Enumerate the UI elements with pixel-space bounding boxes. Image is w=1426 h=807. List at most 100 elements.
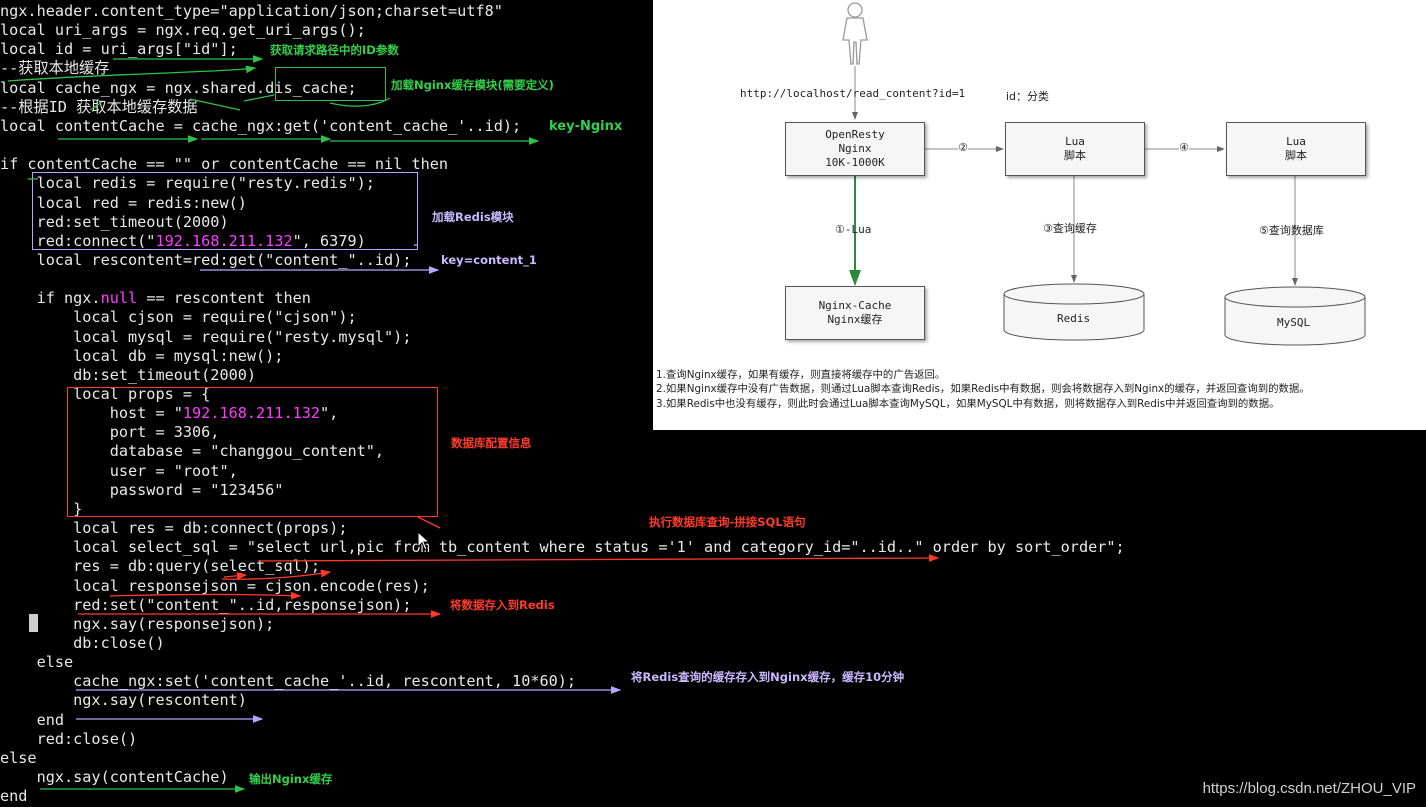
- code-literal: 192.168.211.132: [155, 231, 293, 250]
- step-3-label: ③查询缓存: [1043, 222, 1097, 235]
- code-token: database = "changgou_content",: [0, 442, 385, 461]
- diagram-note-1: 1.查询Nginx缓存，如果有缓存，则直接将缓存中的广告返回。: [656, 369, 946, 381]
- annotation-save-redis: 将数据存入到Redis: [450, 598, 555, 612]
- annotation-redis-module: 加载Redis模块: [432, 210, 514, 224]
- code-token: local cjson = require("cjson");: [0, 308, 357, 327]
- code-token: if contentCache == "" or contentCache ==…: [0, 155, 449, 174]
- code-line[interactable]: --根据ID 获取本地缓存数据: [0, 98, 198, 117]
- code-line[interactable]: host = "192.168.211.132",: [0, 404, 339, 423]
- openresty-node: OpenResty Nginx 10K-1000K: [785, 122, 925, 176]
- code-line[interactable]: if contentCache == "" or contentCache ==…: [0, 155, 448, 174]
- lua-script-node-2: Lua 脚本: [1226, 122, 1366, 176]
- code-line[interactable]: local contentCache = cache_ngx:get('cont…: [0, 117, 521, 136]
- watermark: https://blog.csdn.net/ZHOU_VIP: [1202, 780, 1416, 797]
- code-line[interactable]: if ngx.null == rescontent then: [0, 289, 311, 308]
- code-token: end: [0, 710, 65, 729]
- code-line[interactable]: cache_ngx:set('content_cache_'..id, resc…: [0, 672, 576, 691]
- code-token: ",: [320, 404, 339, 423]
- code-line[interactable]: local cjson = require("cjson");: [0, 308, 357, 327]
- code-line[interactable]: database = "changgou_content",: [0, 442, 384, 461]
- code-token: ngx.say(responsejson);: [0, 614, 275, 633]
- code-line[interactable]: password = "123456": [0, 480, 284, 500]
- code-line[interactable]: user = "root",: [0, 462, 238, 481]
- code-token: ngx.header.content_type="application/jso…: [0, 2, 503, 20]
- nginx-cache-node: Nginx-Cache Nginx缓存: [785, 286, 925, 340]
- code-token: ", 6379): [292, 231, 366, 250]
- code-token: red:close(): [0, 729, 138, 748]
- dis-cache-highlight-box: [275, 67, 386, 101]
- annotation-save-nginx: 将Redis查询的缓存存入到Nginx缓存，缓存10分钟: [631, 670, 905, 684]
- code-line[interactable]: local mysql = require("resty.mysql");: [0, 328, 411, 347]
- code-token: password = "123456": [0, 480, 284, 499]
- code-line[interactable]: else: [0, 749, 37, 768]
- id-label: id：分类: [1006, 90, 1050, 103]
- code-line[interactable]: local select_sql = "select url,pic from …: [0, 538, 1125, 557]
- annotation-key-content: key=content_1: [441, 253, 537, 267]
- code-line[interactable]: red:connect("192.168.211.132", 6379): [0, 232, 366, 251]
- step-2-label: ②: [958, 141, 968, 154]
- code-line[interactable]: ngx.say(rescontent): [0, 691, 247, 710]
- code-line[interactable]: else: [0, 653, 74, 672]
- code-token: ngx.say(rescontent): [0, 691, 247, 710]
- code-line[interactable]: local res = db:connect(props);: [0, 519, 347, 538]
- diagram-note-3: 3.如果Redis中也没有缓存，则此时会通过Lua脚本查询MySQL，如果MyS…: [656, 398, 1280, 410]
- code-token: cache_ngx:set('content_cache_'..id, resc…: [0, 672, 577, 691]
- code-token: local id = uri_args["id"];: [0, 40, 238, 59]
- code-line[interactable]: red:set_timeout(2000): [0, 213, 229, 232]
- code-token: host = ": [0, 404, 183, 423]
- code-token: local red = redis:new(): [0, 193, 247, 212]
- code-line[interactable]: --获取本地缓存: [0, 59, 109, 78]
- code-line[interactable]: local responsejson = cjson.encode(res);: [0, 577, 430, 596]
- code-line[interactable]: }: [0, 500, 82, 519]
- code-line[interactable]: local uri_args = ngx.req.get_uri_args();: [0, 21, 366, 40]
- annotation-db-config: 数据库配置信息: [451, 436, 532, 450]
- code-token: end: [0, 787, 28, 806]
- code-literal: 192.168.211.132: [182, 404, 321, 423]
- code-line[interactable]: local props = {: [0, 385, 210, 404]
- code-token: --获取本地缓存: [0, 59, 110, 78]
- code-line[interactable]: local red = redis:new(): [0, 194, 247, 213]
- code-token: db:set_timeout(2000): [0, 365, 257, 384]
- code-token: == rescontent then: [137, 289, 311, 308]
- mysql-cylinder: [1224, 286, 1366, 346]
- code-line[interactable]: port = 3306,: [0, 423, 220, 442]
- code-line[interactable]: end: [0, 787, 27, 806]
- stick-figure-icon: [842, 2, 868, 65]
- code-line[interactable]: red:set("content_"..id,responsejson);: [0, 596, 411, 615]
- code-token: red:set("content_"..id,responsejson);: [0, 595, 412, 614]
- step-1-label: ①-Lua: [835, 223, 872, 236]
- redis-module-highlight-box: [32, 172, 418, 250]
- code-token: --根据ID 获取本地缓存数据: [0, 97, 198, 116]
- code-token: local props = {: [0, 385, 211, 403]
- diagram-connectors: [842, 2, 1366, 346]
- architecture-diagram: http://localhost/read_content?id=1 id：分类…: [653, 0, 1426, 430]
- code-line[interactable]: local id = uri_args["id"];: [0, 40, 238, 59]
- code-token: red:set_timeout(2000): [0, 212, 229, 231]
- step-4-label: ④: [1179, 141, 1189, 154]
- code-token: local rescontent=red:get("content_"..id)…: [0, 250, 412, 269]
- code-line[interactable]: end: [0, 711, 64, 730]
- code-line[interactable]: local cache_ngx = ngx.shared.dis_cache;: [0, 79, 357, 98]
- code-line[interactable]: local redis = require("resty.redis");: [0, 174, 375, 193]
- code-token: port = 3306,: [0, 423, 220, 442]
- code-token: red:connect(": [0, 231, 156, 250]
- code-line[interactable]: ngx.say(responsejson);: [0, 615, 274, 634]
- code-line[interactable]: res = db:query(select_sql);: [0, 557, 320, 576]
- code-line[interactable]: db:set_timeout(2000): [0, 366, 256, 385]
- code-line[interactable]: ngx.say(contentCache): [0, 768, 229, 787]
- code-token: local mysql = require("resty.mysql");: [0, 327, 412, 346]
- step-5-label: ⑤查询数据库: [1259, 224, 1324, 237]
- redis-cylinder: [1003, 283, 1145, 341]
- code-line[interactable]: db:close(): [0, 634, 164, 653]
- code-token: user = "root",: [0, 461, 238, 480]
- annotation-output-nginx: 输出Nginx缓存: [249, 772, 333, 786]
- code-line[interactable]: red:close(): [0, 729, 138, 749]
- code-line[interactable]: ngx.header.content_type="application/jso…: [0, 2, 503, 21]
- code-line[interactable]: local db = mysql:new();: [0, 347, 283, 366]
- code-token: local cache_ngx = ngx.shared.dis_cache;: [0, 78, 357, 97]
- annotation-db-query: 执行数据库查询-拼接SQL语句: [649, 515, 806, 529]
- code-line[interactable]: local rescontent=red:get("content_"..id)…: [0, 250, 412, 270]
- annotation-key-nginx: key-Nginx: [549, 119, 623, 134]
- code-literal: null: [100, 289, 138, 308]
